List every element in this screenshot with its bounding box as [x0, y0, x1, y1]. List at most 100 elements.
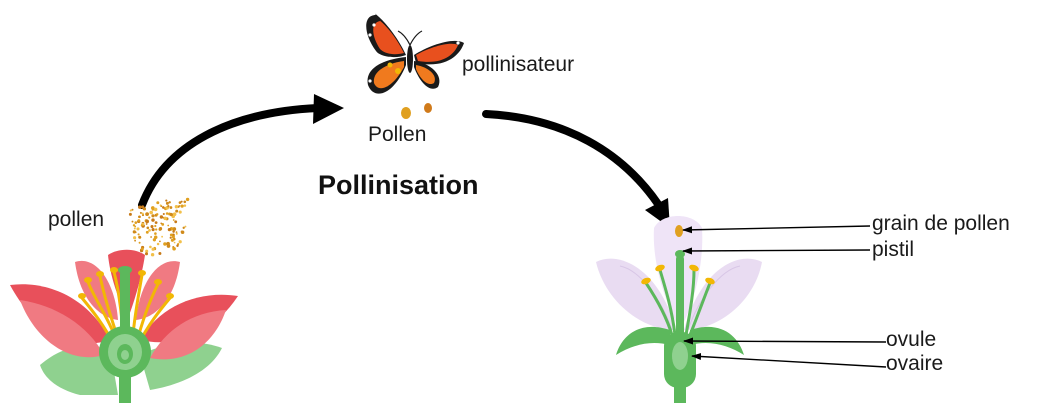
pollen-dot: [151, 214, 154, 217]
pollen-dot: [183, 200, 186, 203]
pollen-dot: [180, 204, 183, 207]
pollen-dot: [174, 242, 176, 244]
pollen-dot: [166, 242, 170, 246]
pollen-dot: [155, 221, 158, 224]
pollen-dot: [133, 236, 136, 239]
pollen-dot: [175, 210, 178, 213]
pollen-dot: [171, 239, 174, 242]
pollen-dot: [141, 247, 144, 250]
pollen-dot: [172, 235, 175, 238]
pollen-dot: [161, 236, 163, 238]
pollen-dot: [154, 208, 158, 212]
pollen-dot: [138, 215, 141, 218]
pollen-dot: [134, 240, 136, 242]
label-ovary: ovaire: [886, 352, 943, 376]
pollen-dot: [150, 236, 152, 238]
pollen-dot: [143, 207, 146, 210]
pollen-dot: [151, 218, 154, 221]
pollen-dot: [156, 213, 158, 215]
pollen-dot: [156, 201, 159, 204]
pollen-dot: [167, 205, 169, 207]
pollen-dot: [173, 219, 175, 221]
pollen-dot: [166, 202, 169, 205]
pollen-dot: [150, 225, 153, 228]
pollen-dot: [186, 198, 189, 201]
pollen-dot: [136, 227, 139, 230]
pollen-dot: [170, 237, 172, 239]
pollen-dot: [145, 212, 149, 216]
pointer-pollen-grain: [683, 226, 870, 230]
butterfly-icon: [366, 14, 464, 94]
pollen-dot: [176, 231, 178, 233]
pollen-dot: [152, 228, 155, 231]
pollen-dot: [146, 223, 148, 225]
pollen-dot: [163, 213, 165, 215]
pink-flower-icon: [596, 216, 762, 403]
arrow-to-pollinator: [142, 94, 344, 205]
pollen-dot: [148, 229, 151, 232]
pollen-dot: [155, 228, 157, 230]
pollen-dot: [162, 206, 164, 208]
pollen-cloud: [129, 198, 189, 260]
pollen-dot: [179, 211, 182, 214]
pollen-dot: [145, 220, 149, 224]
pollen-dot: [132, 221, 134, 223]
pollen-dot: [175, 205, 178, 208]
pollen-dot: [133, 230, 136, 233]
pollen-dot: [138, 236, 141, 239]
pollen-dot: [172, 247, 176, 251]
pollen-dot: [181, 231, 185, 235]
pollen-dot: [168, 228, 171, 231]
pollen-dot: [134, 226, 136, 228]
pollen-dot: [157, 243, 160, 246]
pollen-dot: [152, 248, 155, 251]
pollen-dot: [148, 217, 150, 219]
label-pollen-left: pollen: [48, 208, 104, 232]
label-pollinator: pollinisateur: [462, 53, 574, 77]
pollen-dot: [129, 213, 132, 216]
pollen-dot: [134, 221, 137, 224]
pollen-dot: [141, 224, 143, 226]
pollen-dot: [174, 220, 177, 223]
pollen-dot: [160, 215, 163, 218]
pollen-dot: [138, 233, 140, 235]
pollen-dot: [158, 252, 161, 255]
pollen-dot: [166, 212, 169, 215]
pollen-dot: [181, 201, 183, 203]
pollen-dot: [184, 204, 187, 207]
pollen-dot: [159, 241, 161, 243]
pollen-dot: [137, 219, 140, 222]
pollen-dot: [146, 226, 149, 229]
pollen-dot: [154, 232, 157, 235]
pollen-dot: [154, 225, 156, 227]
pollen-dot: [165, 200, 167, 202]
pointer-pistil: [683, 250, 870, 251]
diagram-title: Pollinisation: [318, 170, 479, 200]
pointer-ovary: [692, 356, 886, 367]
pollen-dot: [160, 204, 162, 206]
pollen-dot: [154, 236, 158, 240]
label-pollen-top: Pollen: [368, 123, 426, 147]
pollen-drops: [401, 103, 432, 119]
pollen-dot: [176, 233, 178, 235]
label-pollen-grain: grain de pollen: [872, 212, 1010, 236]
pollen-dot: [170, 213, 173, 216]
pollen-dot: [145, 250, 148, 253]
pollen-dot: [152, 208, 154, 210]
pollen-dot: [145, 252, 148, 255]
pollen-dot: [149, 246, 152, 249]
pollen-dot: [169, 206, 172, 209]
pollen-dot: [173, 212, 177, 216]
pollen-dot: [184, 226, 186, 228]
pollen-dot: [172, 230, 174, 232]
pollen-dot: [163, 217, 167, 221]
pollen-dot: [130, 209, 132, 211]
pollen-dot: [139, 242, 141, 244]
pollen-dot: [134, 228, 136, 230]
pollen-dot: [163, 242, 166, 245]
label-pistil: pistil: [872, 238, 914, 262]
pollen-dot: [151, 253, 154, 256]
pollen-dot: [146, 231, 149, 234]
pollen-dot: [149, 211, 153, 215]
